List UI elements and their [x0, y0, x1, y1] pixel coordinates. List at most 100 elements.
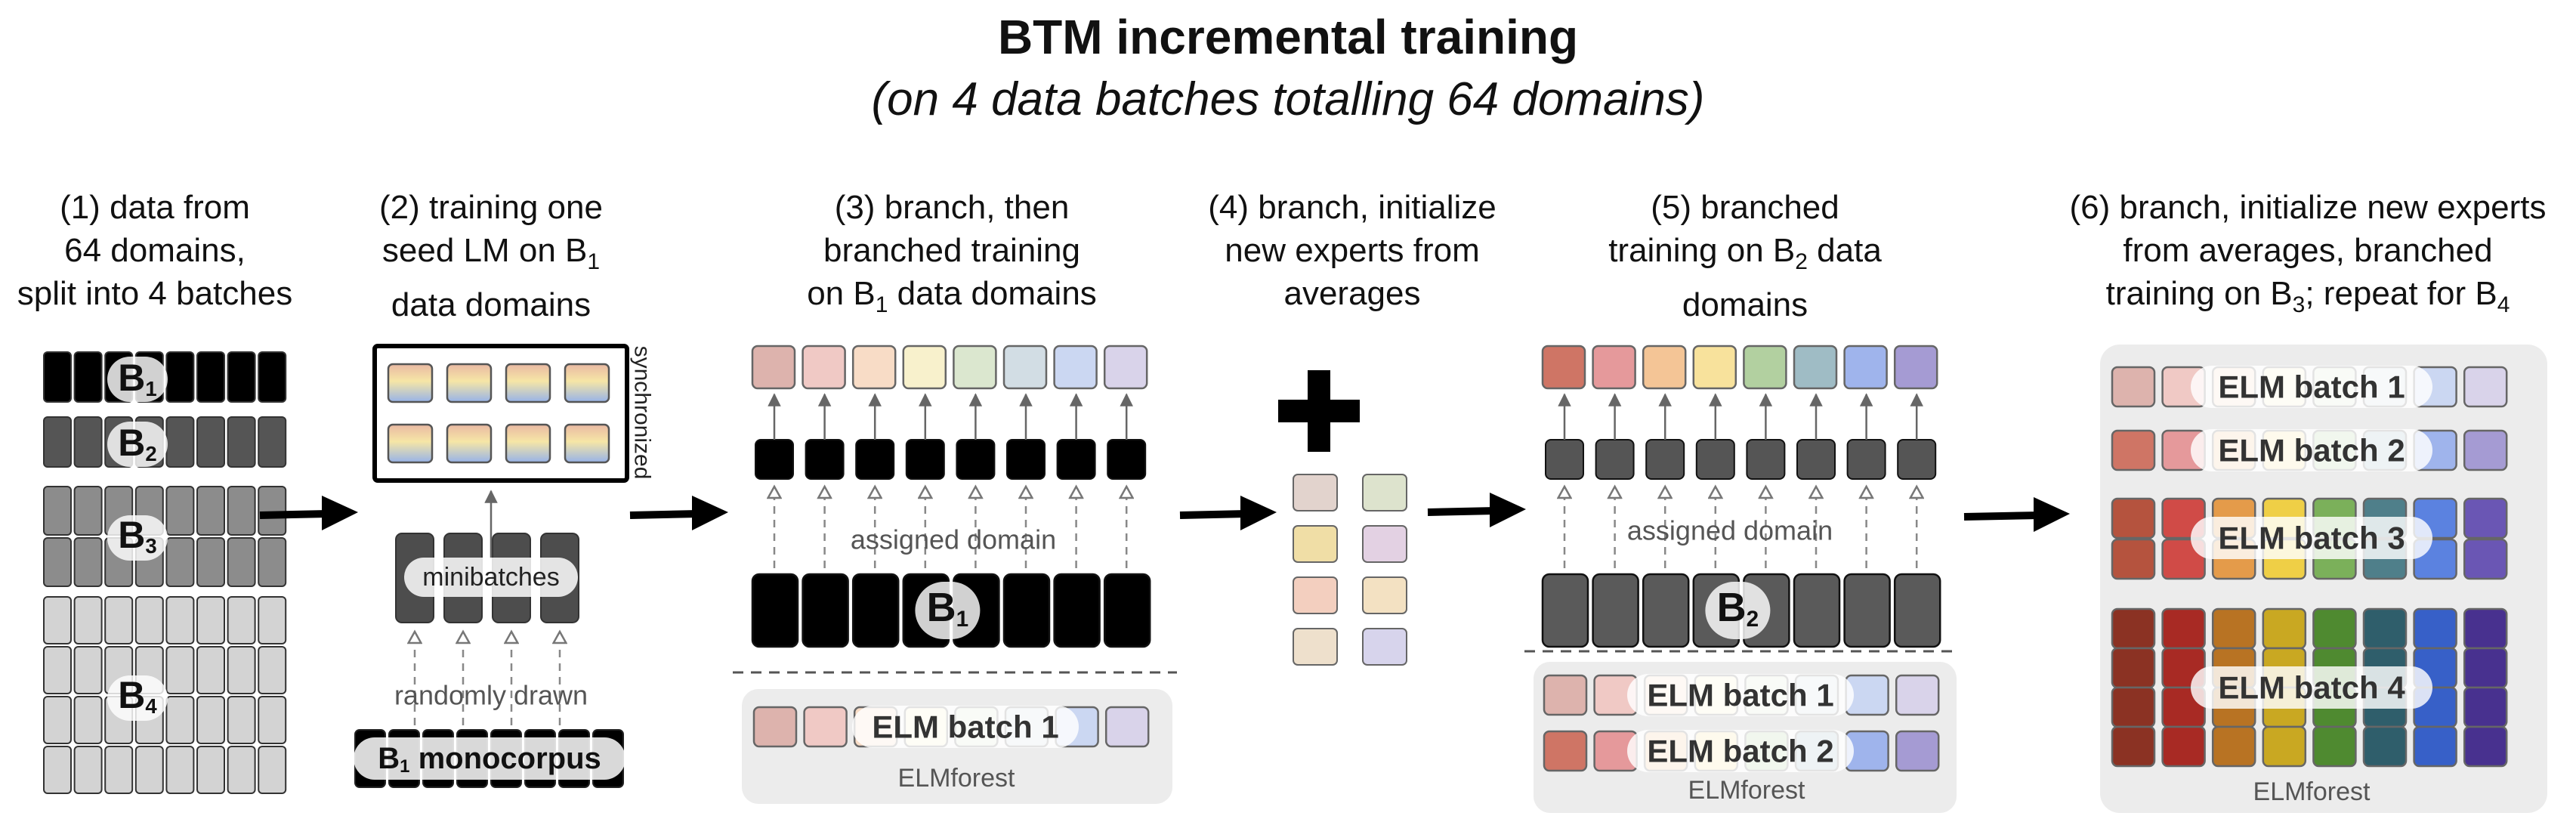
step6-batch-4-block	[2463, 607, 2508, 650]
seed-lm-block	[564, 423, 610, 464]
step-1-caption: (1) data from 64 domains, split into 4 b…	[17, 189, 293, 312]
step5-elm-block-2	[1543, 730, 1588, 772]
batch-4-cell	[165, 646, 195, 694]
batch-4-cell	[43, 696, 72, 744]
batch-4-cell	[165, 696, 195, 744]
step5-expert-block	[1595, 439, 1635, 480]
batch-1-cell	[258, 351, 287, 403]
step-4-caption: (4) branch, initialize new experts from …	[1208, 189, 1496, 312]
new-expert-block	[1293, 628, 1338, 666]
batch-1-pill	[107, 357, 168, 402]
batch-3-cell	[73, 486, 103, 536]
step3-domain-block	[751, 573, 799, 648]
step-3-caption: (3) branch, then branched training on B1…	[807, 189, 1097, 317]
batch-3-cell	[43, 486, 72, 536]
batch-4-cell	[227, 646, 256, 694]
batch-2-cell	[258, 416, 287, 468]
batch-4-cell	[165, 746, 195, 794]
batch-3-cell	[73, 537, 103, 587]
batch-2-cell	[73, 416, 103, 468]
step3-expert-block	[755, 439, 794, 480]
step3-expert-block	[1107, 439, 1147, 480]
step6-batch-4-block	[2463, 725, 2508, 768]
step5-expert-block	[1746, 439, 1786, 480]
batch-1-cell	[196, 351, 225, 403]
step6-batch-4-block	[2362, 725, 2408, 768]
batch-2-pill	[107, 422, 168, 467]
seed-lm-block	[446, 363, 493, 403]
seed-lm-block	[505, 363, 551, 403]
step5-elmforest-label: ELMforest	[1688, 776, 1805, 805]
batch-2-cell	[165, 416, 195, 468]
new-expert-block	[1362, 525, 1407, 563]
step5-domain-block	[1843, 573, 1891, 648]
plus-icon-bar	[1278, 400, 1360, 422]
batch-3-cell	[227, 537, 256, 587]
step3-domain-block	[1002, 573, 1051, 648]
synchronized-label: synchronized	[630, 346, 655, 480]
step5-elm-batch-1-pill	[1627, 674, 1854, 716]
step6-elm-batch-3-pill	[2191, 517, 2432, 559]
step-4-initialize-experts	[1278, 370, 1407, 666]
batch-4-cell	[134, 596, 164, 644]
step5-expert-block	[1897, 439, 1937, 480]
batch-4-cell	[258, 646, 287, 694]
batch-4-cell	[43, 596, 72, 644]
step5-output-block	[1843, 345, 1888, 390]
step5-elm-block-1	[1895, 674, 1940, 716]
step3-domain-block	[1053, 573, 1101, 648]
step3-output-block	[1053, 345, 1098, 390]
step6-elmforest-label: ELMforest	[2253, 777, 2371, 806]
step5-domain-block	[1642, 573, 1690, 648]
step5-expert-block	[1695, 439, 1735, 480]
step6-batch-3-block	[2111, 497, 2156, 539]
arrow-step1-to-step2	[259, 496, 358, 530]
step5-elm-batch-2-label: ELM batch 2	[1647, 734, 1833, 769]
step3-expert-block	[1006, 439, 1046, 480]
batch-3-pill	[107, 515, 168, 561]
step5-expert-block	[1796, 439, 1836, 480]
batch-4-cell	[196, 596, 225, 644]
new-expert-block	[1362, 628, 1407, 666]
batch-2-cell	[43, 416, 72, 468]
step6-batch-2-block	[2111, 429, 2156, 471]
step5-expert-block	[1645, 439, 1685, 480]
batch-3-cell	[227, 486, 256, 536]
batch-4-pill	[107, 675, 168, 721]
step6-elm-batch-1-label: ELM batch 1	[2218, 369, 2405, 405]
batch-4-cell	[258, 596, 287, 644]
step3-expert-block	[805, 439, 845, 480]
batch-4-cell	[43, 646, 72, 694]
step6-batch-4-block	[2362, 607, 2408, 650]
step5-elm-block-1	[1543, 674, 1588, 716]
minibatches-pill	[404, 558, 578, 597]
step6-batch-4-block	[2413, 725, 2457, 768]
new-expert-block	[1362, 576, 1407, 614]
step6-batch-4-block	[2312, 607, 2357, 650]
batch-4-cell	[73, 646, 103, 694]
step6-batch-3-block	[2463, 497, 2508, 539]
new-expert-block	[1293, 474, 1338, 511]
step6-batch-4-block	[2211, 725, 2256, 768]
batch-4-cell	[196, 746, 225, 794]
step3-elm-block	[752, 706, 798, 748]
step6-batch-4-block	[2262, 725, 2307, 768]
step5-expert-block	[1545, 439, 1584, 480]
step3-domain-block	[802, 573, 849, 648]
batch-4-cell	[258, 696, 287, 744]
step5-output-block	[1541, 345, 1586, 390]
step5-domain-block	[1541, 573, 1589, 648]
batch-3-cell	[196, 537, 225, 587]
seed-lm-block	[446, 423, 493, 464]
batch-4-cell	[134, 746, 164, 794]
step6-batch-4-block	[2312, 725, 2357, 768]
step6-batch-4-block	[2111, 607, 2156, 650]
minibatches-label: minibatches	[422, 563, 559, 592]
step6-batch-4-block	[2463, 686, 2508, 728]
batch-2-label: B2	[118, 422, 156, 465]
